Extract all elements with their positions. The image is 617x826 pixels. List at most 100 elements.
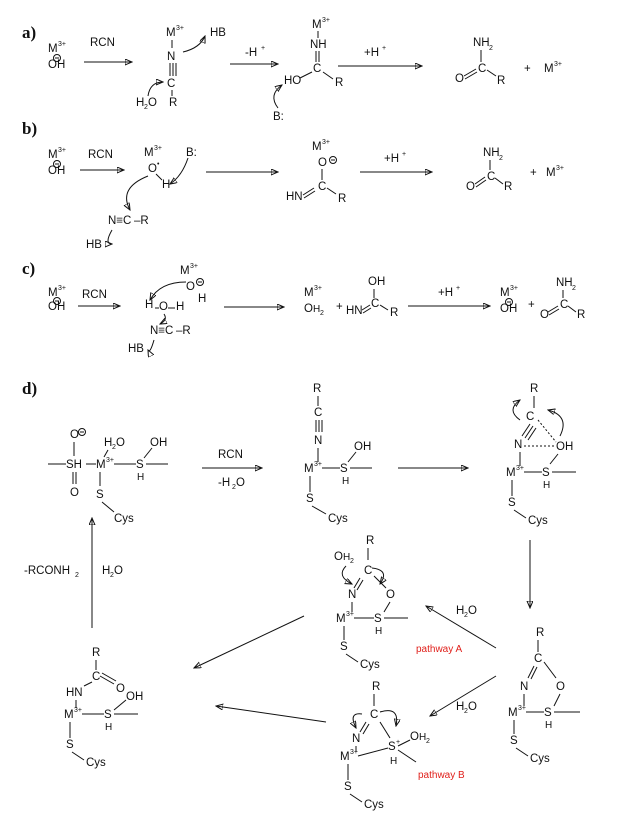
svg-text:2: 2 — [75, 572, 79, 579]
reagent-rcn-d: RCN — [218, 449, 243, 461]
hb-label: HB — [86, 239, 102, 251]
svg-text:+: + — [456, 285, 460, 292]
metal-label: M — [312, 19, 322, 31]
cys-label: Cys — [364, 799, 384, 811]
panel-a-label: a) — [22, 23, 36, 42]
subscript-2: 2 — [489, 45, 493, 52]
r-group-label: R — [169, 97, 177, 109]
hn-label: HN — [346, 305, 363, 317]
metal-label: M — [144, 147, 154, 159]
charge-label: 3+ — [510, 285, 518, 292]
nitrogen-label: N — [514, 439, 522, 451]
nitrogen-label: N — [352, 733, 360, 745]
sulfur-label: S — [136, 459, 144, 471]
metal-label: M — [48, 287, 58, 299]
charge-label: 3+ — [58, 285, 66, 292]
plus-sign: + — [528, 299, 535, 311]
svg-text:2: 2 — [112, 444, 116, 451]
svg-text:•: • — [157, 161, 160, 168]
charge-label: 3+ — [176, 25, 184, 32]
svg-text:H: H — [419, 732, 426, 743]
svg-text:2: 2 — [350, 558, 354, 565]
oh-label: OH — [150, 437, 167, 449]
hydroxide-label: OH — [48, 301, 65, 313]
svg-text:2: 2 — [110, 572, 114, 579]
cys-label: Cys — [360, 659, 380, 671]
oh2-label: O — [334, 551, 343, 563]
minus-water-label: -H — [218, 477, 230, 489]
carbon-label: C — [167, 78, 175, 90]
hydroxide-label: OH — [48, 59, 65, 71]
sulfur-label: S — [544, 707, 552, 719]
charge-label: 3+ — [346, 611, 354, 618]
carbon-label: C — [534, 653, 542, 665]
metal-label: M — [96, 459, 106, 471]
svg-text:O: O — [114, 565, 123, 577]
carbon-label: C — [313, 63, 321, 75]
sulfur-label: S — [96, 489, 104, 501]
oxygen-label: O — [159, 301, 168, 313]
r-group-label: R — [372, 681, 380, 693]
sulfur-label: S — [374, 613, 382, 625]
panel-b-label: b) — [22, 119, 37, 138]
hydroxide-label: OH — [500, 303, 517, 315]
sulfur-label: S — [66, 739, 74, 751]
panel-b: b) M 3+ OH RCN M 3+ O • H B: N≡C –R HB M… — [22, 119, 564, 251]
hydrogen-label: H — [145, 299, 153, 311]
metal-label: M — [312, 141, 322, 153]
carbon-label: C — [560, 299, 568, 311]
pathway-b-intermediate: R C N M 3+ S + H O H 2 S Cys pathway B — [340, 681, 465, 811]
panel-d: d) O SH O M 3+ H 2 O S H OH S — [22, 379, 580, 811]
carbon-label: C — [478, 63, 486, 75]
r-group-label: R — [530, 383, 538, 395]
oxygen-label: O — [556, 681, 565, 693]
water-label-return: H — [102, 565, 110, 577]
plus-proton-label: +H — [384, 153, 399, 165]
panel-a: a) M 3+ OH RCN M 3+ N C R HB H 2 O -H + … — [22, 17, 562, 123]
carbon-label: C — [371, 298, 379, 310]
r-group-label: R — [497, 75, 505, 87]
subscript-2: 2 — [572, 285, 576, 292]
svg-text:+: + — [396, 739, 400, 746]
oxygen-label: O — [186, 281, 195, 293]
oxygen-label: O — [386, 589, 395, 601]
sulfur-label: S — [388, 741, 396, 753]
metal-label: M — [506, 467, 516, 479]
sulfinate-label: SH — [66, 459, 82, 471]
charge-label: 3+ — [314, 285, 322, 292]
metal-label: M — [304, 463, 314, 475]
oh-label: OH — [354, 441, 371, 453]
hydrogen-label: H — [137, 472, 144, 483]
charge-label: 3+ — [106, 457, 114, 464]
r-group-label: –R — [134, 215, 149, 227]
svg-text:H: H — [343, 552, 350, 563]
water-label: H — [136, 97, 144, 109]
sulfur-label: S — [104, 709, 112, 721]
svg-text:O: O — [468, 701, 477, 713]
metal-label: M — [48, 43, 58, 55]
sulfur-label: S — [344, 781, 352, 793]
hydrogen-label: H — [313, 304, 320, 315]
metal-label: M — [166, 27, 176, 39]
carbon-label: C — [314, 407, 322, 419]
nitrogen-label: N — [520, 681, 528, 693]
metal-label: M — [544, 63, 554, 75]
carbon-label: C — [364, 565, 372, 577]
sulfur-label: S — [306, 493, 314, 505]
base-label: B: — [186, 147, 197, 159]
nitrile-label: N≡C — [150, 325, 173, 337]
charge-label: 3+ — [74, 707, 82, 714]
hydrogen-label: H — [390, 756, 397, 767]
pathway-a-intermediate: R O H 2 C N O M 3+ S H S Cys pathway A — [334, 535, 462, 671]
sulfur-label: S — [340, 463, 348, 475]
metal-label: M — [508, 707, 518, 719]
oh-label: OH — [126, 691, 143, 703]
reagent-rcn-c: RCN — [82, 289, 107, 301]
reagent-rcn-b: RCN — [88, 149, 113, 161]
cyclic-intermediate: R C N O M 3+ S H S Cys — [508, 627, 580, 765]
oh-label: OH — [368, 276, 385, 288]
hydrogen-label: H — [162, 179, 170, 191]
oxygen-label: O — [70, 429, 79, 441]
sulfur-label: S — [510, 735, 518, 747]
